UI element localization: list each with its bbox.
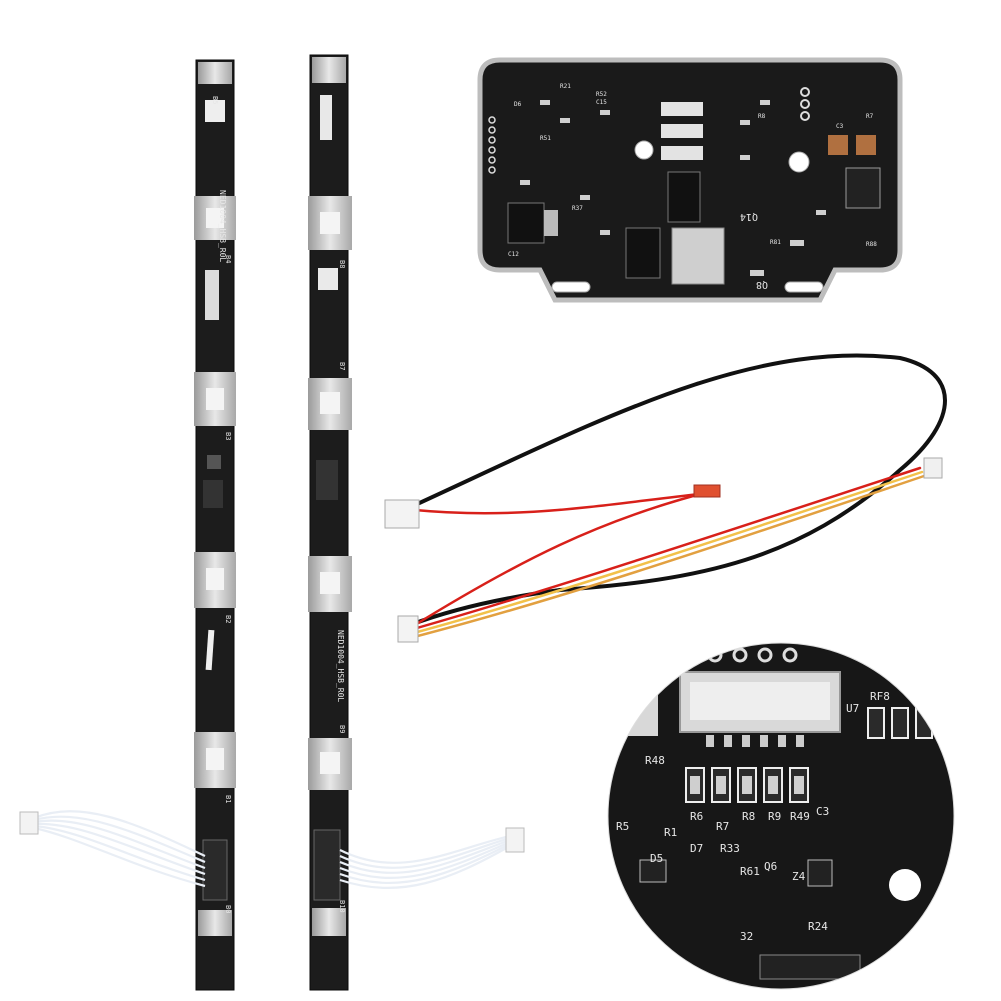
jst-connector-left <box>19 811 39 835</box>
zoom-label: R48 <box>645 754 665 767</box>
nickel-tab <box>198 910 232 936</box>
zoom-frame <box>607 642 955 990</box>
designator: B5 <box>211 96 219 104</box>
battery-strip-right: NED1004_HSB_R0L B8 B7 B9 B10 <box>308 54 352 991</box>
zoom-label: Q6 <box>764 860 777 873</box>
designator: B9 <box>338 725 346 733</box>
designator: B2 <box>224 615 232 623</box>
bms-label: C15 <box>596 99 607 106</box>
bms-label: R51 <box>540 135 551 142</box>
harness-connector-top <box>923 457 943 479</box>
zoom-label: R5 <box>616 820 629 833</box>
zoom-label: R9 <box>768 810 781 823</box>
bms-label: R37 <box>572 205 583 212</box>
zoom-label: R61 <box>740 865 760 878</box>
bms-label: R8 <box>758 113 766 120</box>
zoom-label: RF8 <box>870 690 890 703</box>
bms-label: R21 <box>560 83 571 90</box>
zoom-label: U7 <box>846 702 859 715</box>
jst-connector-right <box>505 827 525 853</box>
zoom-label: D7 <box>690 842 703 855</box>
wire-harness <box>408 353 947 640</box>
bms-label: C12 <box>508 251 519 258</box>
designator: B4 <box>224 255 232 263</box>
designator: B1 <box>224 795 232 803</box>
zoom-label: C3 <box>816 805 829 818</box>
zoom-label: R33 <box>720 842 740 855</box>
designator: B10 <box>338 900 346 913</box>
bms-label: R81 <box>770 239 781 246</box>
bms-board: Q14 Q8 R21 R52 C15 D6 R51 R37 C12 R8 R81… <box>477 57 903 303</box>
nickel-tab <box>312 57 346 83</box>
designator: B3 <box>224 432 232 440</box>
bms-label: R52 <box>596 91 607 98</box>
designator: B8 <box>338 260 346 268</box>
harness-red-connector <box>693 484 721 498</box>
designator: B7 <box>338 362 346 370</box>
battery-strip-left: NED1004_HSB_R0L B5 B4 B3 B2 B1 B0 <box>194 59 236 991</box>
strip-right-pcb-label: NED1004_HSB_R0L <box>336 630 345 702</box>
zoom-label: R7 <box>716 820 729 833</box>
bms-label: C3 <box>836 123 844 130</box>
designator: B0 <box>224 905 232 913</box>
ribbon-cable-right <box>339 834 511 890</box>
zoom-label: R6 <box>690 810 703 823</box>
bms-label: Q8 <box>756 279 768 290</box>
zoom-label: R24 <box>808 920 828 933</box>
bms-label: Q14 <box>740 211 758 222</box>
zoom-label: D5 <box>650 852 663 865</box>
zoom-label: Z4 <box>792 870 806 883</box>
ribbon-cable-left <box>33 810 206 888</box>
bms-label: R88 <box>866 241 877 248</box>
strip-left-pcb-label: NED1004_HSB_R0L <box>218 190 227 262</box>
nickel-tab <box>312 908 346 936</box>
zoom-label: 32 <box>740 930 753 943</box>
bms-label: R7 <box>866 113 874 120</box>
harness-connector-bottom <box>397 615 419 643</box>
bms-label: D6 <box>514 101 522 108</box>
zoom-label: R8 <box>742 810 755 823</box>
nickel-tab <box>198 62 232 84</box>
zoom-label: R49 <box>790 810 810 823</box>
harness-connector-left <box>384 499 420 529</box>
zoom-view: R48 R6 R7 R8 R9 R49 C3 D7 R33 R61 Q6 Z4 … <box>608 643 954 989</box>
zoom-label: R1 <box>664 826 677 839</box>
